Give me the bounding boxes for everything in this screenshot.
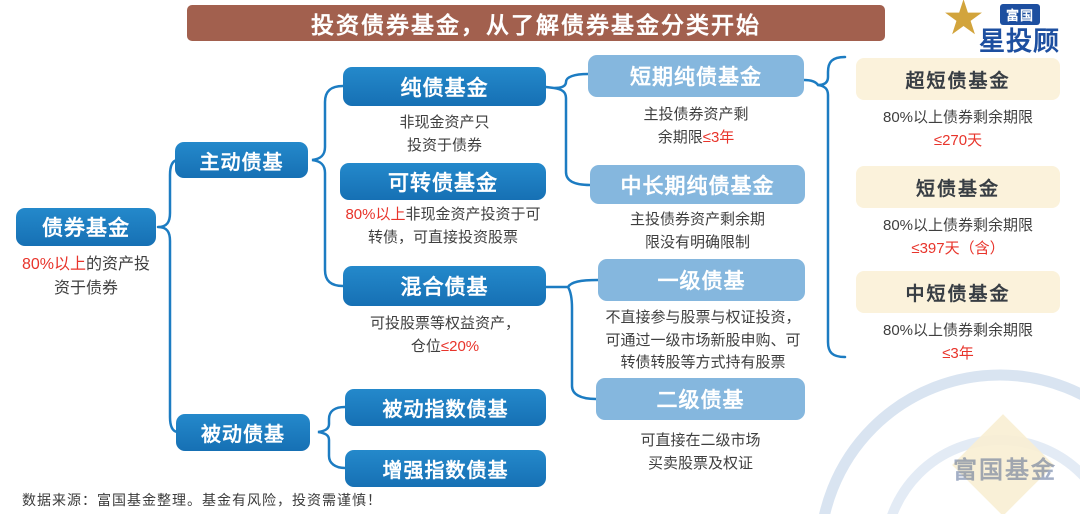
logo-product-name: 星投顾 [979,26,1061,56]
node-active-bond: 主动债基 [175,142,308,178]
note-highlight: ≤20% [440,337,480,355]
fullgoal-star-advisor-logo: ★ 富国 星投顾 [942,0,1080,56]
note-ultra-short-bond: 80%以上债券剩余期限 ≤270天 [846,107,1070,152]
page-title: 投资债券基金，从了解债券基金分类开始 [187,5,885,41]
data-source-disclaimer: 数据来源：富国基金整理。基金有风险，投资需谨慎！ [22,492,382,508]
note-highlight: ≤3年 [942,344,974,362]
node-short-bond: 短债基金 [856,166,1060,208]
node-pure-bond: 纯债基金 [343,67,546,106]
note-highlight: ≤397天（含） [911,239,1005,257]
note-bond-fund: 80%以上的资产投 资于债券 [21,256,151,297]
star-icon: ★ [942,0,986,45]
note-mid-short-bond: 80%以上债券剩余期限 ≤3年 [846,320,1070,365]
node-bond-fund: 债券基金 [16,208,156,246]
note-mixed-bond: 可投股票等权益资产， 仓位≤20% [369,315,520,355]
node-short-term-pure-bond: 短期纯债基金 [588,55,804,97]
node-passive-index-bond: 被动指数债基 [345,389,546,426]
note-tier2-bond: 可直接在二级市场 买卖股票及权证 [640,432,761,472]
node-mixed-bond: 混合债基 [343,266,546,306]
note-tier1-bond: 不直接参与股票与权证投资， 可通过一级市场新股申购、可 转债转股等方式持有股票 [605,309,801,371]
logo-brand-badge: 富国 [1000,4,1041,25]
node-passive-bond: 被动债基 [176,414,310,451]
node-ultra-short-bond: 超短债基金 [856,58,1060,100]
node-mid-long-pure-bond: 中长期纯债基金 [590,165,805,204]
note-convertible-bond: 80%以上非现金资产投资于可 转债，可直接投资股票 [345,206,541,246]
note-mid-long-pure-bond: 主投债券资产剩余期 限没有明确限制 [629,211,765,251]
watermark-text: 富国基金 [953,456,1057,484]
connector-pure-children [544,72,592,187]
node-enhanced-index-bond: 增强指数债基 [345,450,546,487]
note-highlight: ≤270天 [933,131,983,149]
note-highlight: 80%以上 [345,206,406,223]
node-mid-short-bond: 中短债基金 [856,271,1060,313]
note-pure-bond: 非现金资产只 投资于债券 [399,114,490,154]
node-convertible-bond: 可转债基金 [340,163,546,200]
note-short-term-pure-bond: 主投债券资产剩 余期限≤3年 [643,106,749,146]
node-tier2-bond: 二级债基 [596,378,805,420]
note-short-bond: 80%以上债券剩余期限 ≤397天（含） [846,215,1070,260]
note-highlight: 80%以上 [21,256,86,273]
note-highlight: ≤3年 [702,128,735,146]
connector-passive-children [317,405,347,470]
connector-active-children [311,84,345,288]
node-tier1-bond: 一级债基 [598,259,805,301]
